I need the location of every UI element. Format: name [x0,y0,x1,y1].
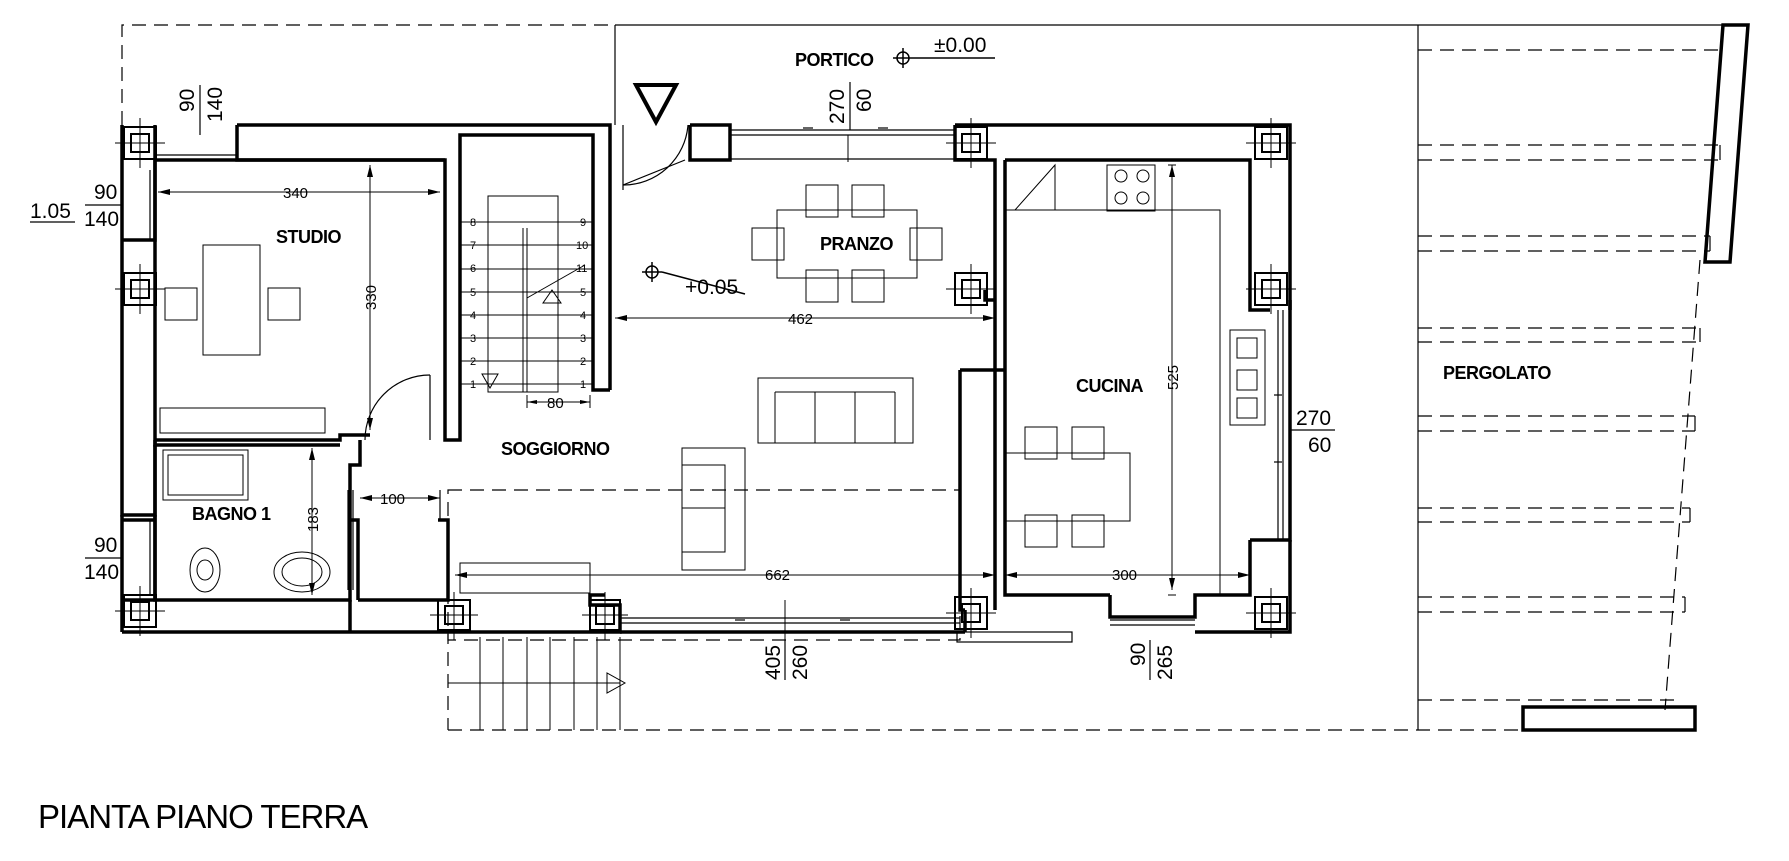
dim-soggiorno-width: 662 [765,567,790,584]
stair-step-label: 1 [580,379,586,391]
pillar-axes [115,118,1296,640]
room-label-portico: PORTICO [795,50,874,70]
dimension-lines [158,135,1250,640]
dim-stair-width: 80 [547,395,564,412]
stair-step-label: 10 [576,240,588,252]
dim-pranzo-width: 462 [788,311,813,328]
window-left-upper-width: 90 [94,181,117,204]
stair-step-label: 4 [470,310,476,322]
dim-studio-depth: 330 [363,285,380,310]
window-top-left-width: 90 [176,89,199,112]
stair-numbers-right: 9 10 11 5 4 3 2 1 [576,217,588,391]
pergola-beam-ends [1684,145,1721,612]
stair-step-label: 5 [580,287,586,299]
dim-bagno-depth: 183 [305,507,322,532]
doors [364,124,689,441]
stair-step-label: 7 [470,240,476,252]
level-sill: 1.05 [30,200,71,223]
window-top-center-width: 270 [826,89,849,124]
stair-step-label: 1 [470,379,476,391]
stair-step-label: 4 [580,310,586,322]
room-label-pranzo: PRANZO [820,234,893,254]
fraction-bars [30,82,1335,680]
dim-studio-width: 340 [283,185,308,202]
windows [149,125,1284,643]
stair-step-label: 6 [470,263,476,275]
stair-step-label: 11 [576,263,587,275]
window-bottom-center-height: 260 [789,645,812,680]
room-label-pergolato: PERGOLATO [1443,363,1551,383]
dashed-outlines [121,24,1730,731]
stair-step-label: 5 [470,287,476,299]
level-portico: ±0.00 [934,34,986,57]
window-bottom-right-width: 90 [1127,643,1150,666]
dim-cucina-depth: 525 [1165,365,1182,390]
window-right-height: 60 [1308,434,1331,457]
dim-cucina-width: 300 [1112,567,1137,584]
pergola-wall-bottom [1521,705,1697,732]
stair-step-label: 2 [580,356,586,368]
level-marker-portico [893,48,995,68]
window-left-lower-height: 140 [84,561,119,584]
window-top-center-height: 60 [853,89,876,112]
window-top-left-height: 140 [204,87,227,122]
level-marker-interior [642,262,746,295]
pergola-wall-right [1703,23,1750,264]
stair-numbers-left: 8 7 6 5 4 3 2 1 [470,217,476,391]
window-right-width: 270 [1296,407,1331,430]
stair-step-label: 3 [580,333,586,345]
stair-step-label: 8 [470,217,476,229]
north-indicator-icon [632,83,680,127]
stair-step-label: 3 [470,333,476,345]
dimension-arrows [158,165,1250,595]
dim-bagno-door: 100 [380,491,405,508]
walls [120,123,1292,634]
window-bottom-right-height: 265 [1154,645,1177,680]
furniture [159,163,1266,595]
window-left-lower-width: 90 [94,534,117,557]
staircase [448,195,627,730]
window-bottom-center-width: 405 [762,645,785,680]
room-label-cucina: CUCINA [1076,376,1143,396]
drawing-title: PIANTA PIANO TERRA [38,798,368,835]
stair-step-label: 9 [580,217,586,229]
window-left-upper-height: 140 [84,208,119,231]
stair-step-label: 2 [470,356,476,368]
room-label-soggiorno: SOGGIORNO [501,439,610,459]
room-label-bagno: BAGNO 1 [192,504,271,524]
level-interior: +0.05 [685,276,738,299]
room-label-studio: STUDIO [276,227,342,247]
